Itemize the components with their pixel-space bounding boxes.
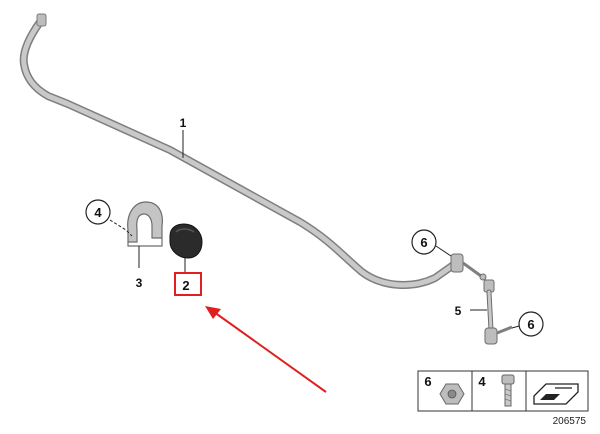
callout-6-upper: 6 [411, 229, 452, 257]
callout-2-highlight: 2 [174, 272, 202, 296]
link-rod: 5 [455, 279, 513, 345]
callout-1: 1 [180, 116, 187, 158]
legend-nut-number: 6 [424, 374, 431, 389]
fastener-legend: 6 4 206575 [417, 370, 589, 427]
nut-icon [439, 383, 465, 405]
callout-6-lower-number: 6 [527, 317, 534, 332]
callout-4-number: 4 [94, 205, 102, 220]
callout-6-lower: 6 [511, 311, 544, 337]
part-symbol-icon [533, 383, 579, 405]
callout-1-number: 1 [180, 116, 187, 130]
screw-icon [501, 374, 515, 407]
legend-screw-number: 4 [478, 374, 486, 389]
callout-4: 4 [85, 199, 133, 237]
red-pointer-arrow [205, 306, 327, 393]
bushing [169, 223, 203, 272]
callout-5-number: 5 [455, 304, 462, 318]
diagram-number: 206575 [553, 416, 587, 427]
callout-6-upper-number: 6 [420, 235, 427, 250]
highlight-box [174, 272, 202, 296]
callout-2-number: 2 [182, 278, 189, 293]
stabilizer-bar [19, 13, 462, 289]
callout-3-number: 3 [136, 276, 143, 290]
link-upper-joint [450, 253, 487, 281]
bracket: 3 [127, 201, 163, 290]
